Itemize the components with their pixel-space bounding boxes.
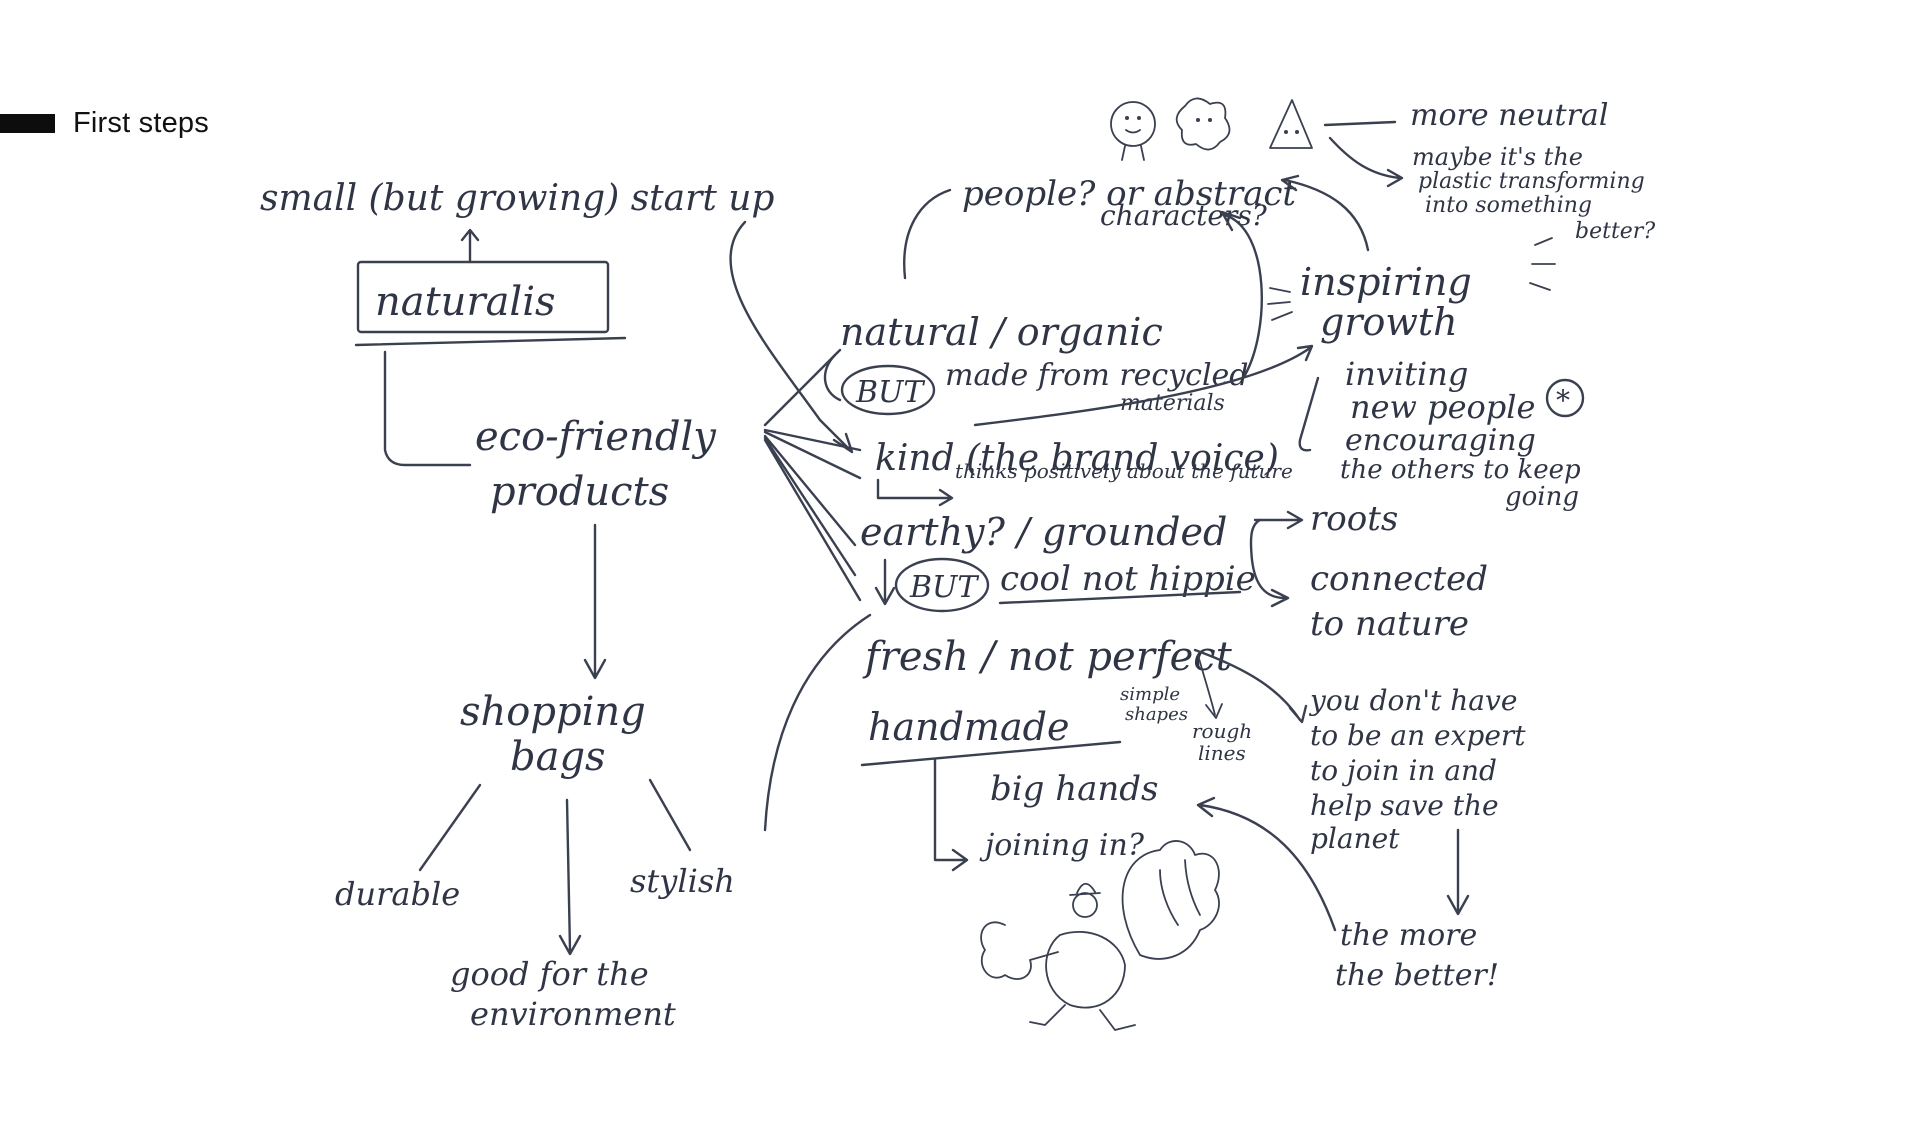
recycled-label-line1: made from recycled: [945, 358, 1249, 393]
star-circle: [1545, 378, 1585, 418]
plastic-label-line1: maybe it's the: [1412, 143, 1583, 171]
triangle-character: [1269, 99, 1313, 149]
more-better-line1: the more: [1340, 918, 1477, 953]
arrow-earthy-to-roots: [1253, 510, 1304, 530]
thinks-label: thinks positively about the future: [955, 459, 1293, 483]
environment-label-line2: environment: [470, 995, 676, 1033]
arrow-brand-to-startup: [460, 228, 480, 264]
arrow-bags-to-environment: [558, 798, 582, 956]
handmade-label: handmade: [868, 705, 1069, 749]
characters-label-line2: characters?: [1100, 199, 1268, 232]
big-hands-figure-doodle: [980, 840, 1220, 1031]
stylish-label: stylish: [630, 862, 735, 900]
arrow-earthy-to-but: [874, 558, 896, 606]
arrow-kind-to-inspiring: [973, 344, 1314, 427]
branch-fan: [763, 348, 862, 602]
arrow-fresh-to-expert: [1193, 648, 1308, 724]
cool-underline: [998, 590, 1242, 605]
bags-label-line1: shopping: [460, 689, 646, 735]
brand-underline: [354, 336, 627, 347]
arrow-expert-to-more: [1446, 828, 1470, 916]
plastic-label-line3: into something: [1425, 193, 1592, 218]
durable-label: durable: [335, 875, 460, 913]
expert-label-line2: to be an expert: [1310, 719, 1526, 752]
arrow-startup-to-kind: [729, 220, 854, 454]
kind-label: kind (the brand voice): [875, 438, 1279, 479]
neutral-label: more neutral: [1410, 98, 1608, 133]
rough-lines-line1: rough: [1192, 719, 1252, 743]
line-bags-to-stylish: [648, 778, 692, 852]
blob-character: [1175, 97, 1231, 151]
eco-label-line2: products: [490, 469, 669, 515]
expert-label-line5: planet: [1310, 822, 1400, 855]
characters-label-line1: people? or abstract: [962, 174, 1296, 214]
but-circle-2: [894, 557, 990, 613]
expert-label-line4: help save the: [1310, 789, 1499, 822]
line-bags-to-durable: [418, 783, 482, 872]
plastic-label-line2: plastic transforming: [1418, 169, 1645, 194]
but-label-2: BUT: [909, 570, 979, 605]
inviting-label-line2: new people: [1350, 388, 1535, 426]
connected-label-line2: to nature: [1310, 604, 1469, 644]
handmade-underline: [860, 740, 1122, 767]
startup-label: small (but growing) start up: [260, 178, 774, 219]
section-marker-bar: [0, 113, 55, 133]
fresh-label: fresh / not perfect: [862, 634, 1233, 680]
bags-label-line2: bags: [510, 734, 606, 780]
arrow-to-plastic: [1328, 136, 1404, 188]
arrow-kind-to-thinks: [876, 478, 954, 507]
inspiring-label-line2: growth: [1320, 300, 1458, 344]
section-title: First steps: [73, 106, 209, 139]
rough-lines-line2: lines: [1198, 741, 1246, 765]
encouraging-label-line3: going: [1505, 482, 1579, 512]
but-label-1: BUT: [855, 375, 925, 410]
round-character: [1110, 101, 1156, 147]
inspiring-label-line1: inspiring: [1300, 260, 1472, 304]
arrow-natural-to-but: [823, 353, 842, 402]
more-better-line2: the better!: [1335, 958, 1499, 993]
arrow-eco-to-bags: [583, 523, 607, 680]
brand-box: [356, 260, 610, 334]
bracket-inviting: [1298, 376, 1320, 452]
natural-label: natural / organic: [840, 310, 1163, 354]
arrow-handmade-to-hands: [933, 758, 969, 872]
arrow-earthy-to-connected: [1249, 518, 1290, 608]
inviting-label-line1: inviting: [1345, 355, 1468, 393]
plastic-label-line4: better?: [1575, 219, 1655, 244]
hands-label-line1: big hands: [990, 769, 1159, 809]
eco-label-line1: eco-friendly: [475, 414, 717, 460]
simple-shapes-line1: simple: [1120, 684, 1180, 705]
arrow-stylish-to-fresh: [763, 613, 872, 832]
encouraging-label-line1: encouraging: [1345, 423, 1536, 458]
simple-shapes-line2: shapes: [1125, 704, 1188, 725]
expert-label-line1: you don't have: [1308, 684, 1517, 717]
arrow-inspiring-to-characters: [1280, 174, 1370, 252]
hands-label-line2: joining in?: [979, 828, 1145, 863]
connected-label-line1: connected: [1310, 559, 1488, 599]
star-icon: *: [1556, 384, 1570, 417]
earthy-label: earthy? / grounded: [860, 510, 1227, 554]
emphasis-marks: [1267, 237, 1556, 321]
roots-label: roots: [1310, 499, 1398, 539]
arrow-more-to-hands: [1196, 796, 1337, 932]
character-doodles: [1110, 97, 1313, 161]
encouraging-label-line2: the others to keep: [1340, 455, 1581, 485]
arrow-to-rough-lines: [1197, 654, 1223, 719]
arrow-recycled-to-characters: [1220, 210, 1263, 377]
line-to-neutral: [1323, 120, 1397, 127]
expert-label-line3: to join in and: [1310, 754, 1497, 787]
arrow-natural-to-characters: [903, 188, 952, 280]
but-circle-1: [840, 364, 936, 416]
connector-brand-to-eco: [383, 350, 472, 467]
environment-label-line1: good for the: [450, 955, 649, 993]
brand-label: naturalis: [375, 279, 556, 325]
section-header: First steps: [0, 106, 209, 139]
